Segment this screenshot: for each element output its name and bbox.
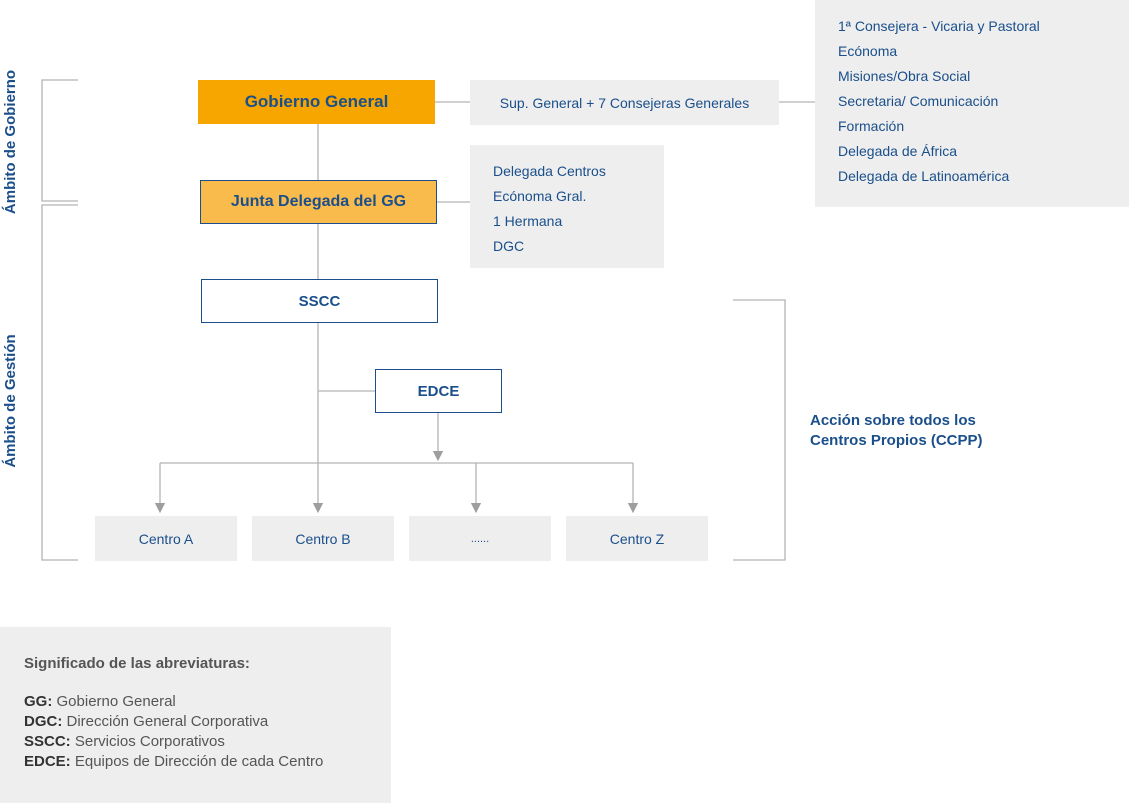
legend-value: Servicios Corporativos xyxy=(74,733,225,750)
centro-ellipsis-label: ...... xyxy=(470,532,490,545)
centro-a-label: Centro A xyxy=(138,530,194,547)
node-junta-delegada-label: Junta Delegada del GG xyxy=(230,193,407,210)
junta-members-box: Delegada Centros Ecónoma Gral. 1 Hermana… xyxy=(470,145,664,268)
bracket-accion xyxy=(733,299,786,561)
junta-member-item: Ecónoma Gral. xyxy=(493,188,587,204)
centro-ellipsis: ...... xyxy=(409,516,551,561)
legend-key: EDCE: xyxy=(24,753,71,770)
side-label-gestion: Ámbito de Gestión xyxy=(2,334,19,468)
legend-value: Gobierno General xyxy=(56,693,176,710)
legend-box: Significado de las abreviaturas: GG: Gob… xyxy=(0,627,391,803)
centro-b: Centro B xyxy=(252,516,394,561)
node-sscc-label: SSCC xyxy=(298,292,341,310)
node-gobierno-general: Gobierno General xyxy=(198,80,435,124)
junta-member-item: 1 Hermana xyxy=(493,213,563,229)
consejera-item: Formación xyxy=(838,118,905,134)
consejera-item: Ecónoma xyxy=(838,43,898,59)
consejera-item: Misiones/Obra Social xyxy=(838,68,971,84)
consejera-item: Delegada de África xyxy=(838,143,958,159)
side-label-gobierno: Ámbito de Gobierno xyxy=(2,69,19,215)
legend-key: DGC: xyxy=(24,713,63,730)
node-edce-label: EDCE xyxy=(417,382,460,400)
bracket-gobierno xyxy=(41,79,78,202)
centro-a: Centro A xyxy=(95,516,237,561)
legend-row: EDCE: Equipos de Dirección de cada Centr… xyxy=(24,752,391,772)
consejera-item: 1ª Consejera - Vicaria y Pastoral xyxy=(838,18,1040,34)
legend-key: SSCC: xyxy=(24,733,71,750)
legend-row: DGC: Dirección General Corporativa xyxy=(24,712,391,732)
bracket-gestion xyxy=(41,204,78,561)
legend-value: Equipos de Dirección de cada Centro xyxy=(74,753,324,770)
accion-line-2: Centros Propios (CCPP) xyxy=(810,432,983,449)
consejera-item: Secretaria/ Comunicación xyxy=(838,93,999,109)
accion-line-1: Acción sobre todos los xyxy=(810,412,976,429)
sup-general-box: Sup. General + 7 Consejeras Generales xyxy=(470,80,779,125)
sup-general-label: Sup. General + 7 Consejeras Generales xyxy=(499,94,750,111)
legend-row: GG: Gobierno General xyxy=(24,692,391,712)
legend-row: SSCC: Servicios Corporativos xyxy=(24,732,391,752)
legend-value: Dirección General Corporativa xyxy=(66,713,269,730)
centro-z: Centro Z xyxy=(566,516,708,561)
accion-label: Acción sobre todos los Centros Propios (… xyxy=(810,411,1070,451)
node-sscc: SSCC xyxy=(201,279,438,323)
consejeras-box: 1ª Consejera - Vicaria y Pastoral Ecónom… xyxy=(815,0,1129,207)
junta-member-item: DGC xyxy=(493,238,525,254)
node-gobierno-general-label: Gobierno General xyxy=(244,92,389,111)
legend-title: Significado de las abreviaturas: xyxy=(24,655,250,672)
centro-z-label: Centro Z xyxy=(609,530,665,547)
node-junta-delegada: Junta Delegada del GG xyxy=(200,180,437,224)
consejera-item: Delegada de Latinoamérica xyxy=(838,168,1010,184)
legend-key: GG: xyxy=(24,693,53,710)
node-edce: EDCE xyxy=(375,369,502,413)
centro-b-label: Centro B xyxy=(295,530,351,547)
junta-member-item: Delegada Centros xyxy=(493,163,606,179)
